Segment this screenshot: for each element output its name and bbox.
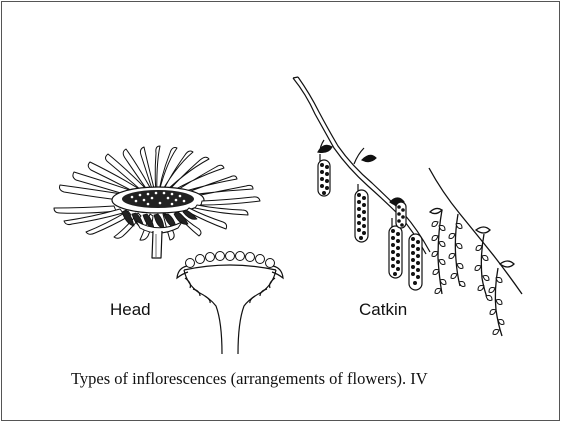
figure-caption: Types of inflorescences (arrangements of…: [71, 369, 428, 389]
catkin-branch-small-illustration: [429, 168, 522, 336]
daisy-flower-head-illustration: [54, 146, 260, 258]
catkin-label: Catkin: [359, 300, 407, 320]
head-cross-section-illustration: [177, 252, 283, 355]
figure-frame: Head Catkin Types of inflorescences (arr…: [1, 1, 560, 421]
catkin-branch-illustration: [293, 77, 430, 290]
head-label: Head: [110, 300, 151, 320]
